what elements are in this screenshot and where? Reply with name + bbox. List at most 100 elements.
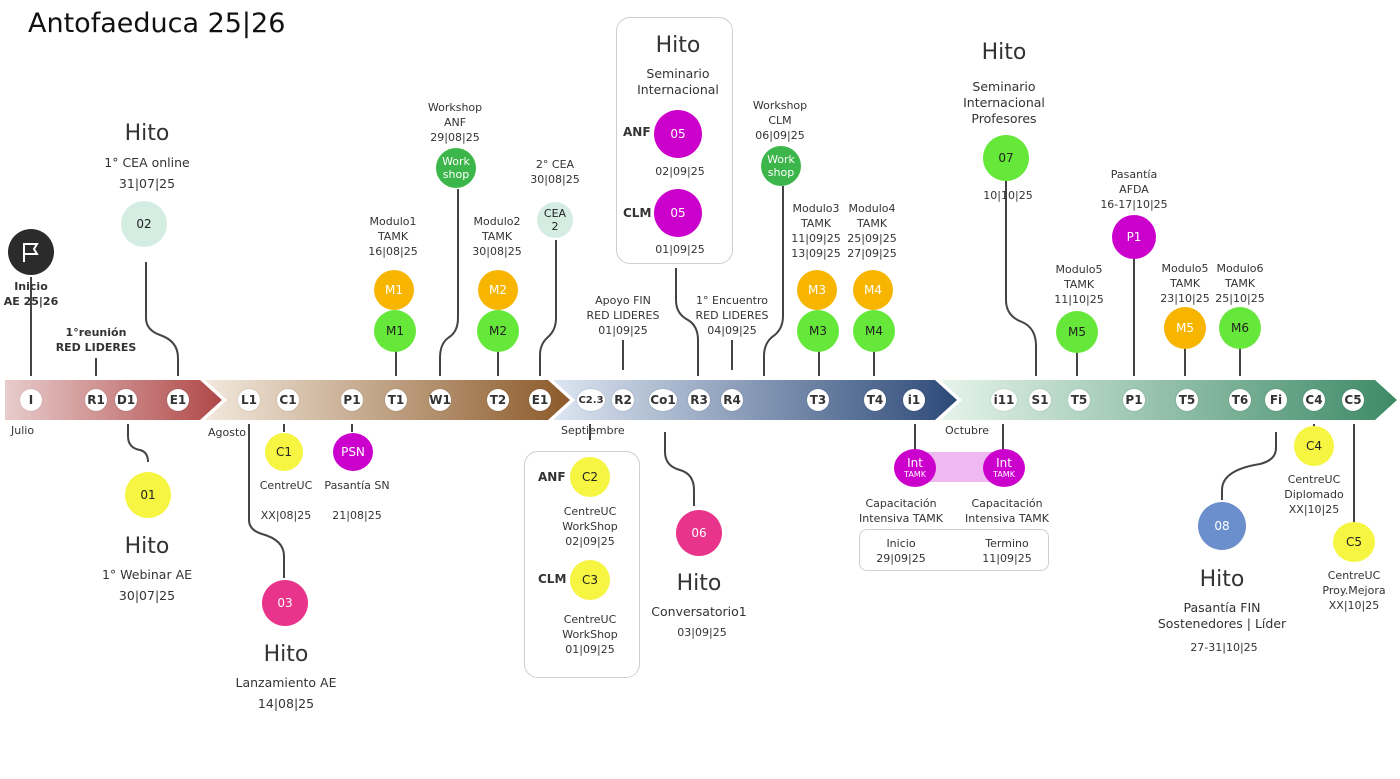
marker-T5: T5 [1068, 389, 1090, 411]
hito07-heading: Hito [981, 40, 1027, 65]
hito08-date: 27-31|10|25 [1190, 641, 1258, 654]
marker-W1: W1 [429, 389, 451, 411]
hito01-title: 1° Webinar AE [101, 567, 193, 582]
hito06-date: 03|09|25 [677, 626, 727, 639]
hito08-heading: Hito [1199, 567, 1245, 592]
hito02-date: 31|07|25 [118, 176, 176, 191]
marker-T6: T6 [1229, 389, 1251, 411]
marker-T3: T3 [807, 389, 829, 411]
capacitacion2-label: Capacitación Intensiva TAMK [965, 497, 1049, 525]
modulo3-label: Modulo3 TAMK 11|09|25 13|09|25 [791, 202, 841, 260]
hito05-anf-circle: 05 [654, 110, 702, 158]
c1-label: CentreUC XX|08|25 [259, 479, 313, 522]
inicio-label: Inicio AE 25|26 [3, 280, 59, 308]
m3-green-circle: M3 [797, 310, 839, 352]
hito05-clm-date: 01|09|25 [655, 243, 705, 256]
m1-orange-circle: M1 [374, 270, 414, 310]
c3-circle: C3 [570, 560, 610, 600]
hito05-heading: Hito [655, 33, 701, 58]
hito07-title: Seminario Internacional Profesores [963, 79, 1045, 126]
m4-green-circle: M4 [853, 310, 895, 352]
capacitacion-box [859, 529, 1049, 571]
hito02-heading: Hito [124, 121, 170, 146]
c2-label: CentreUC WorkShop 02|09|25 [562, 505, 618, 548]
m5-orange-circle: M5 [1164, 307, 1206, 349]
m6-green-circle: M6 [1219, 307, 1261, 349]
hito05-title: Seminario Internacional [637, 66, 719, 97]
hito06-title: Conversatorio1 [651, 604, 747, 619]
marker-T5b: T5 [1176, 389, 1198, 411]
modulo5a-label: Modulo5 TAMK 11|10|25 [1054, 263, 1104, 306]
marker-T2: T2 [487, 389, 509, 411]
psn-label: Pasantía SN 21|08|25 [324, 479, 390, 522]
inicio-date-label: Inicio 29|09|25 [876, 537, 926, 565]
marker-R2: R2 [612, 389, 634, 411]
reunion-label: 1°reunión RED LIDERES [55, 326, 137, 354]
hito01-heading: Hito [124, 534, 170, 559]
marker-C2-3: C2.3 [577, 389, 605, 411]
marker-C1: C1 [277, 389, 299, 411]
capacitacion1-label: Capacitación Intensiva TAMK [859, 497, 943, 525]
marker-Fi: Fi [1265, 389, 1287, 411]
m3-orange-circle: M3 [797, 270, 837, 310]
flag-icon [8, 229, 54, 275]
modulo1-label: Modulo1 TAMK 16|08|25 [368, 215, 418, 258]
modulo5b-label: Modulo5 TAMK 23|10|25 [1160, 262, 1210, 305]
m5-green-circle: M5 [1056, 311, 1098, 353]
workshop-clm-circle: Work shop [761, 146, 801, 186]
m4-orange-circle: M4 [853, 270, 893, 310]
hito03-circle: 03 [262, 580, 308, 626]
marker-C4: C4 [1303, 389, 1325, 411]
encuentro-label: 1° Encuentro RED LIDERES 04|09|25 [695, 294, 769, 337]
termino-date-label: Termino 11|09|25 [982, 537, 1032, 565]
hito03-heading: Hito [263, 642, 309, 667]
hito03-date: 14|08|25 [257, 696, 315, 711]
marker-I: I [20, 389, 42, 411]
marker-P1b: P1 [1123, 389, 1145, 411]
marker-T4: T4 [864, 389, 886, 411]
modulo2-label: Modulo2 TAMK 30|08|25 [472, 215, 522, 258]
anf-tag-2: ANF [538, 470, 566, 484]
marker-S1: S1 [1029, 389, 1051, 411]
month-julio: Julio [11, 424, 35, 437]
hito06-circle: 06 [676, 510, 722, 556]
marker-E1: E1 [167, 389, 189, 411]
pasantia-afda-label: Pasantía AFDA 16-17|10|25 [1100, 168, 1168, 211]
marker-R4: R4 [721, 389, 743, 411]
marker-C5: C5 [1342, 389, 1364, 411]
marker-T1: T1 [385, 389, 407, 411]
c5-circle: C5 [1333, 522, 1375, 562]
hito06-heading: Hito [676, 571, 722, 596]
marker-i11: i11 [991, 389, 1017, 411]
psn-circle: PSN [333, 433, 373, 471]
c3-label: CentreUC WorkShop 01|09|25 [562, 613, 618, 656]
clm-tag: CLM [623, 206, 652, 220]
workshop-anf-circle: Work shop [436, 148, 476, 188]
c1-circle: C1 [265, 433, 303, 471]
hito08-circle: 08 [1198, 502, 1246, 550]
month-septiembre: Septiembre [561, 424, 625, 437]
month-agosto: Agosto [208, 426, 247, 439]
hito05-anf-date: 02|09|25 [655, 165, 705, 178]
hito02-circle: 02 [121, 201, 167, 247]
marker-D1: D1 [115, 389, 137, 411]
hito05-clm-circle: 05 [654, 189, 702, 237]
workshop-clm-label: Workshop CLM 06|09|25 [752, 99, 808, 142]
hito02-title: 1° CEA online [104, 155, 190, 170]
page-title: Antofaeduca 25|26 [28, 8, 286, 39]
modulo6-label: Modulo6 TAMK 25|10|25 [1215, 262, 1265, 305]
marker-Co1: Co1 [649, 389, 677, 411]
m1-green-circle: M1 [374, 310, 416, 352]
anf-tag: ANF [623, 125, 651, 139]
c4-circle: C4 [1294, 426, 1334, 466]
c2-circle: C2 [570, 457, 610, 497]
marker-E1b: E1 [529, 389, 551, 411]
marker-R3: R3 [688, 389, 710, 411]
m2-green-circle: M2 [477, 310, 519, 352]
hito08-title: Pasantía FIN Sostenedores | Líder [1157, 600, 1287, 631]
m2-orange-circle: M2 [478, 270, 518, 310]
c5-label: CentreUC Proy.Mejora XX|10|25 [1322, 569, 1386, 612]
